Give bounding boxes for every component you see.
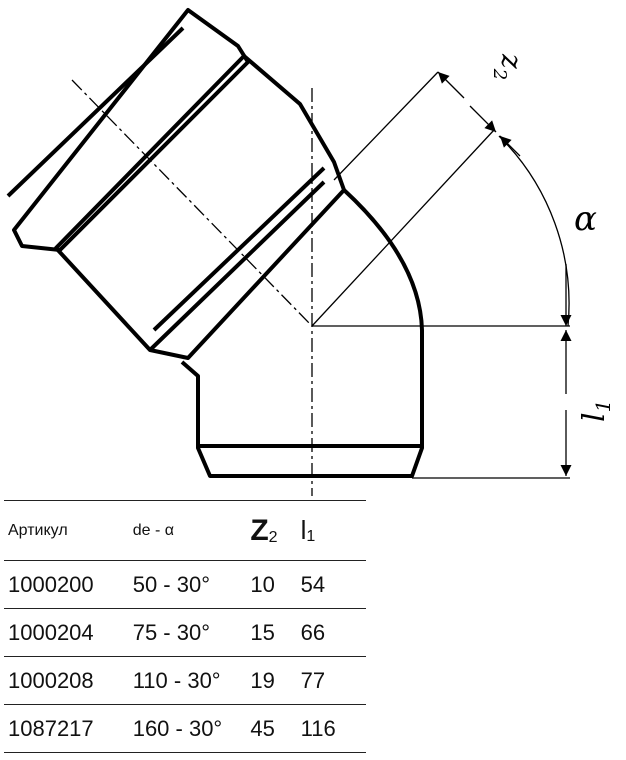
table-row: 1087217 160 - 30° 45 116 <box>4 705 366 753</box>
alpha-label: α <box>574 199 597 239</box>
spec-table: Артикул de - α Z2 l1 1000200 50 - 30° 10… <box>4 500 366 753</box>
cell-article: 1000204 <box>8 619 94 645</box>
cell-de-alpha: 160 - 30° <box>132 715 223 741</box>
cell-z2: 10 <box>250 571 275 597</box>
cell-de-alpha: 75 - 30° <box>132 619 210 645</box>
cell-article: 1000208 <box>8 667 94 693</box>
table-header-row: Артикул de - α Z2 l1 <box>4 500 366 561</box>
cell-l1: 77 <box>300 667 326 693</box>
header-z2: Z2 <box>250 513 278 547</box>
header-l1: l1 <box>300 515 316 545</box>
cell-z2: 19 <box>250 667 275 693</box>
dimension-lines <box>311 71 570 479</box>
table-row: 1000204 75 - 30° 15 66 <box>4 609 366 657</box>
l1-label: l1 <box>577 400 615 422</box>
z2-label: z2 <box>489 53 528 80</box>
cell-l1: 66 <box>300 619 326 645</box>
header-article: Артикул <box>8 521 68 539</box>
cell-article: 1000200 <box>8 571 94 597</box>
pipe-elbow-drawing: z2 α l1 <box>6 8 615 496</box>
table-row: 1000200 50 - 30° 10 54 <box>4 561 366 609</box>
cell-article: 1087217 <box>8 715 94 741</box>
cell-l1: 116 <box>300 715 336 741</box>
table-row: 1000208 110 - 30° 19 77 <box>4 657 366 705</box>
centerlines <box>71 79 313 496</box>
dimension-arrows <box>437 71 572 476</box>
cell-de-alpha: 110 - 30° <box>132 667 221 693</box>
header-de-alpha: de - α <box>132 521 174 539</box>
cell-l1: 54 <box>300 571 326 597</box>
cell-z2: 45 <box>250 715 275 741</box>
socket-outline <box>6 8 346 360</box>
elbow-body <box>180 188 424 478</box>
cell-z2: 15 <box>250 619 275 645</box>
cell-de-alpha: 50 - 30° <box>132 571 210 597</box>
